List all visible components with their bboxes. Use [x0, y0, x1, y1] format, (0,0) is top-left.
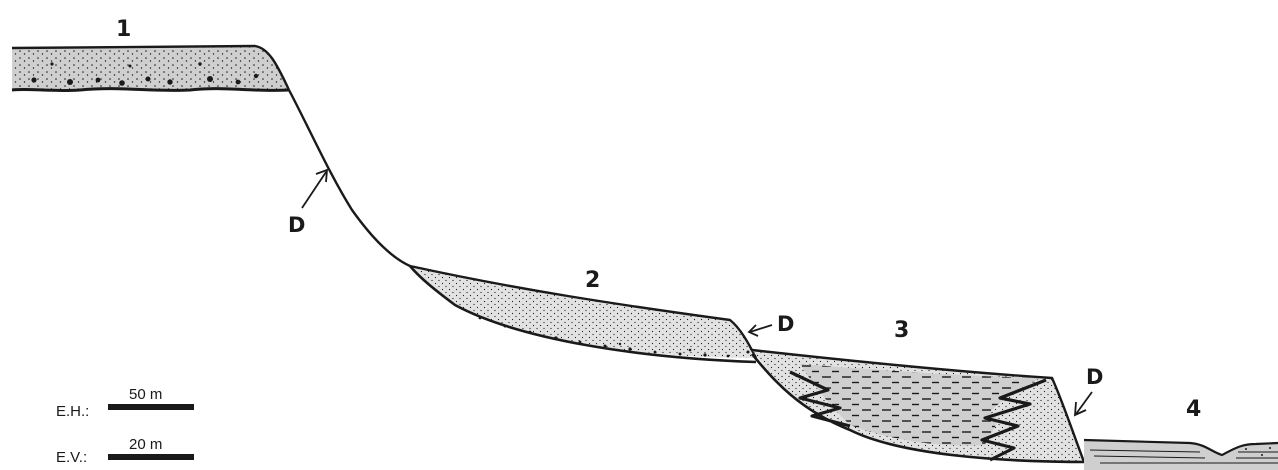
label-unit-1: 1	[116, 17, 131, 42]
d-marker-upper: D	[288, 170, 327, 237]
horizontal-scale-label: E.H.:	[56, 403, 89, 420]
vertical-scale-bar	[108, 454, 194, 460]
unit-3-deposit	[752, 350, 1090, 462]
vertical-scale-label: E.V.:	[56, 449, 87, 466]
horizontal-scale: E.H.: 50 m	[56, 386, 194, 420]
d-marker-middle: D	[749, 312, 794, 336]
arrow-icon	[749, 325, 772, 336]
d-marker-upper-label: D	[288, 213, 305, 237]
d-marker-middle-label: D	[777, 312, 794, 336]
unit-1-terrace-deposit	[12, 46, 289, 91]
label-unit-4: 4	[1186, 397, 1201, 422]
vertical-scale: E.V.: 20 m	[56, 436, 194, 466]
unit-4-channel-deposit	[1084, 440, 1278, 470]
d-marker-lower: D	[1075, 365, 1103, 415]
horizontal-scale-value: 50 m	[129, 386, 162, 403]
arrow-icon	[1075, 392, 1092, 415]
horizontal-scale-bar	[108, 404, 194, 410]
main-slope-line	[289, 90, 410, 266]
label-unit-2: 2	[585, 268, 600, 293]
label-unit-3: 3	[894, 318, 909, 343]
unit-2-terrace-deposit	[410, 266, 756, 362]
vertical-scale-value: 20 m	[129, 436, 162, 453]
arrow-icon	[302, 170, 327, 208]
d-marker-lower-label: D	[1086, 365, 1103, 389]
